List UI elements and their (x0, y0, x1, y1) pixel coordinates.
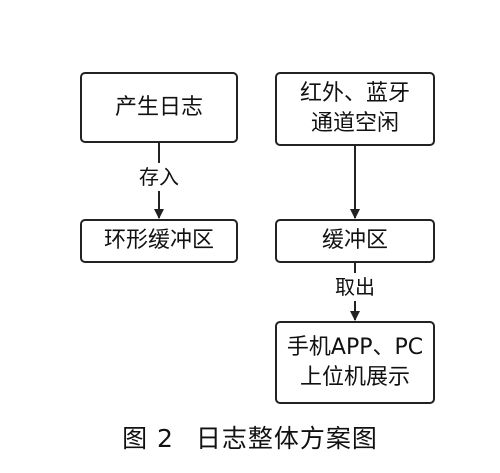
node-buffer-label: 缓冲区 (321, 228, 388, 253)
node-ring-buffer: 环形缓冲区 (80, 219, 238, 263)
node-buffer: 缓冲区 (275, 219, 435, 263)
figure-number: 图 2 (122, 424, 174, 453)
node-display-line-1: 手机APP、PC (286, 334, 424, 360)
node-ring-buffer-label: 环形缓冲区 (103, 228, 214, 253)
node-generate-log: 产生日志 (80, 72, 238, 143)
node-idle-channel: 红外、蓝牙 通道空闲 (275, 72, 435, 146)
node-idle-channel-line-1: 红外、蓝牙 (299, 81, 410, 106)
node-generate-log-label: 产生日志 (114, 94, 203, 120)
edge-label-fetch: 取出 (333, 273, 377, 301)
edge-label-store: 存入 (137, 163, 181, 191)
node-display-line-2: 上位机展示 (299, 364, 410, 390)
figure-title: 日志整体方案图 (195, 424, 378, 453)
node-idle-channel-line-2: 通道空闲 (310, 111, 399, 136)
node-display: 手机APP、PC 上位机展示 (275, 321, 435, 404)
figure-caption: 图 2 日志整体方案图 (0, 423, 500, 455)
